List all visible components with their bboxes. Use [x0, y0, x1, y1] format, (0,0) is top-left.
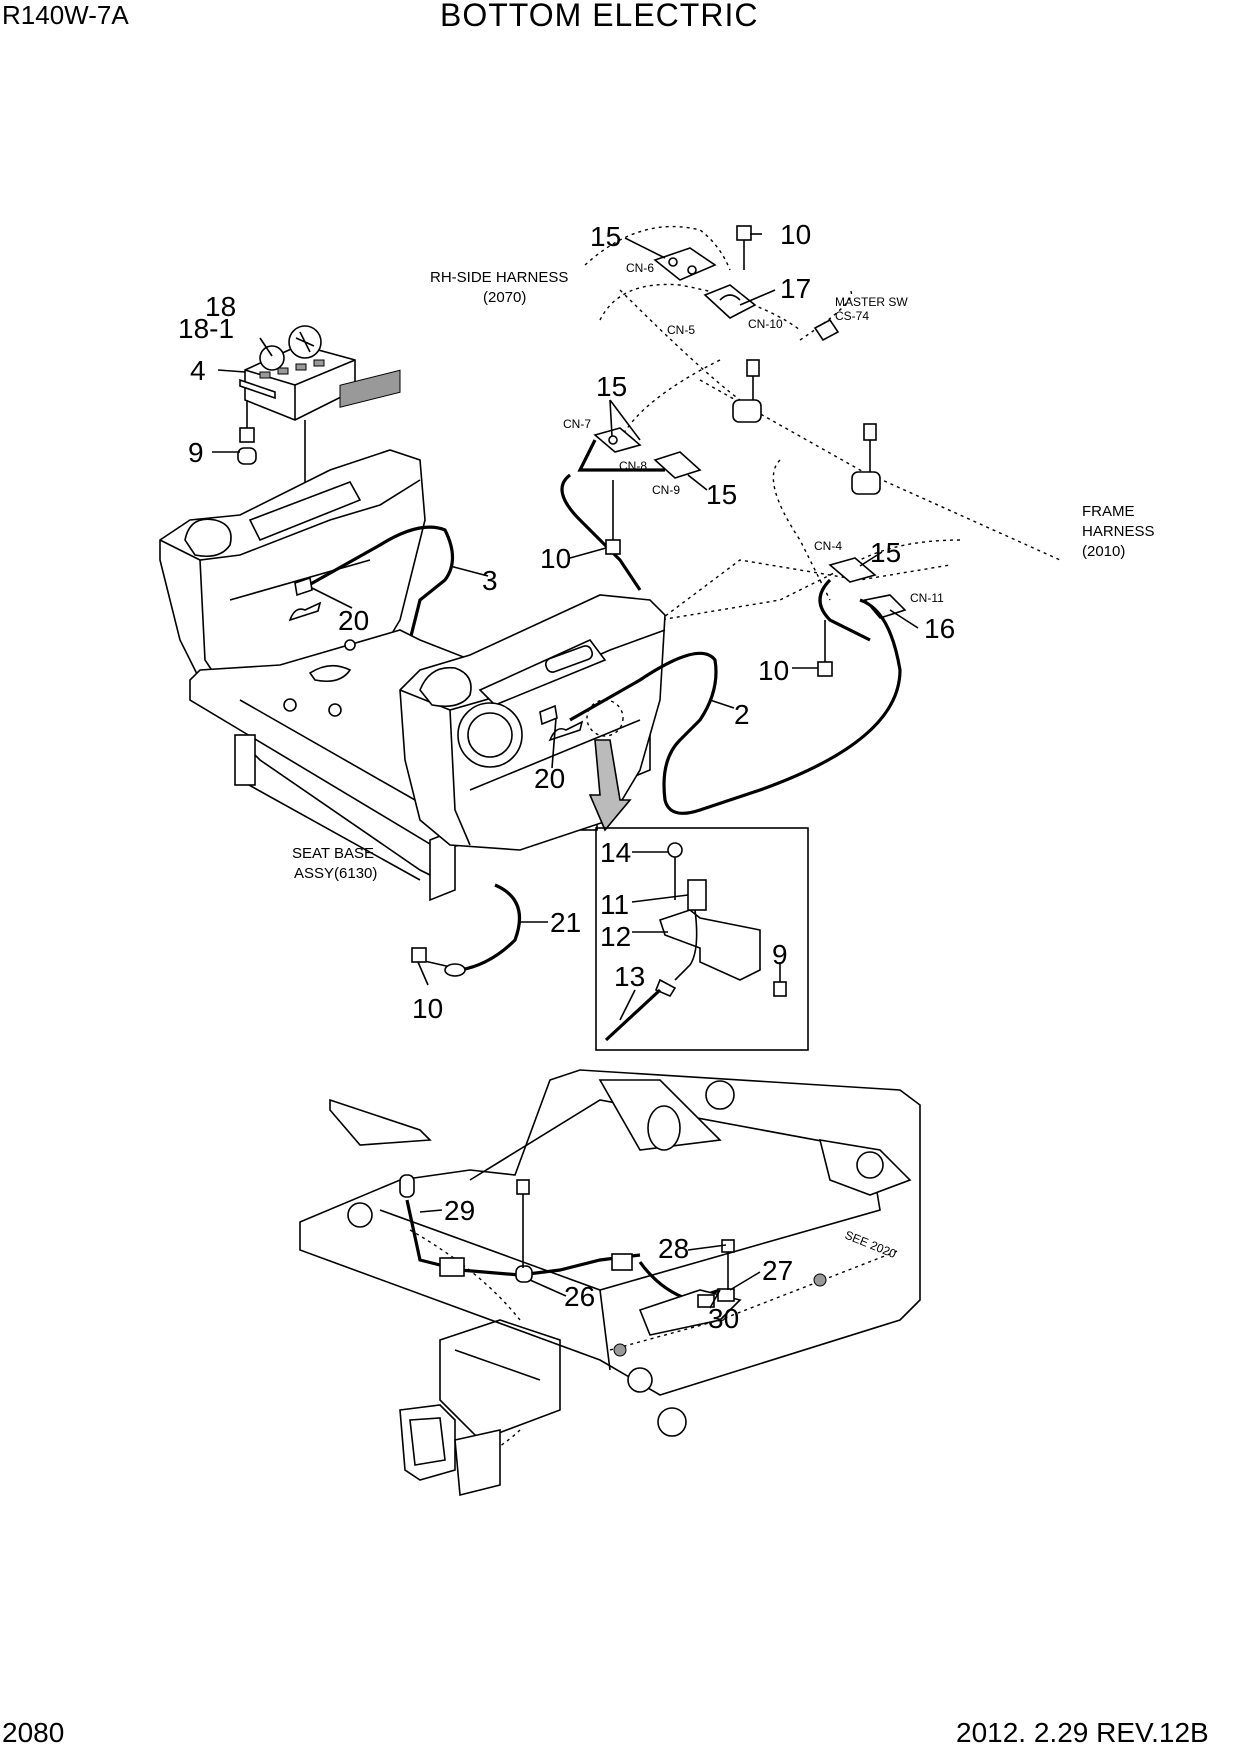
connector-label: CN-5 — [667, 323, 695, 337]
callout-number: 15 — [596, 371, 627, 402]
callout-number: 29 — [444, 1195, 475, 1226]
callout-number: 11 — [600, 889, 629, 920]
callout-number: 13 — [614, 961, 645, 992]
connector-label: CN-11 — [910, 591, 944, 605]
harness-cn4 — [818, 578, 871, 642]
clip-upper-1 — [732, 359, 762, 423]
page-title: BOTTOM ELECTRIC — [440, 0, 759, 33]
callout-number: 10 — [540, 543, 571, 574]
callout-number: 18-1 — [178, 313, 234, 344]
label-frame-harness-ref: (2010) — [1082, 543, 1125, 560]
lamp — [399, 1404, 501, 1497]
callout-number: 26 — [564, 1281, 595, 1312]
callout-number: 17 — [780, 273, 811, 304]
label-rh-side-harness: RH-SIDE HARNESS — [430, 269, 568, 286]
bracket-cn6 — [653, 247, 717, 281]
callout-number: 9 — [772, 939, 788, 970]
callout-number: 27 — [762, 1255, 793, 1286]
bolt-10-top — [736, 225, 752, 270]
bolt-10-bottom — [411, 947, 466, 977]
callout-number: 15 — [870, 537, 901, 568]
callout-number: 20 — [338, 605, 369, 636]
left-console — [159, 369, 426, 701]
bracket-cn4 — [828, 557, 877, 583]
callout-number: 10 — [758, 655, 789, 686]
callout-number: 10 — [412, 993, 443, 1024]
model-label: R140W-7A — [2, 0, 129, 30]
label-seat-base-ref: ASSY(6130) — [294, 865, 377, 882]
harness-3 — [299, 525, 455, 712]
connector-label: CN-6 — [626, 261, 654, 275]
callout-number: 28 — [658, 1233, 689, 1264]
bolt-10-right — [817, 620, 833, 677]
master-sw-connector — [813, 318, 840, 342]
connector-label: CN-8 — [619, 459, 647, 473]
callout-number: 16 — [924, 613, 955, 644]
connector-label: CN-7 — [563, 417, 591, 431]
detail-box — [595, 827, 809, 1051]
label-rh-side-harness-ref: (2070) — [483, 289, 526, 306]
callout-number: 18 — [205, 291, 236, 322]
label-master-sw-ref: CS-74 — [835, 309, 869, 323]
callout-number: 4 — [190, 355, 206, 386]
switch-clip-20-right — [539, 704, 558, 726]
revision-label: 2012. 2.29 REV.12B — [956, 1717, 1209, 1748]
bolt-10-mid — [605, 480, 621, 555]
page-number: 2080 — [2, 1717, 65, 1748]
clip-upper-2 — [851, 423, 881, 495]
label-master-sw: MASTER SW — [835, 295, 908, 309]
detail-marker — [586, 699, 624, 737]
callout-number: 15 — [706, 479, 737, 510]
detail-arrow — [588, 739, 632, 832]
harness-cn7-cn8 — [560, 439, 665, 591]
bracket-16 — [863, 594, 907, 619]
callout-number: 10 — [780, 219, 811, 250]
callout-number: 9 — [188, 437, 204, 468]
connector-label: CN-9 — [652, 483, 680, 497]
right-console — [399, 594, 666, 851]
callout-number: 12 — [600, 921, 631, 952]
callout-number: 14 — [600, 837, 631, 868]
lower-harness — [399, 1174, 742, 1336]
label-seat-base: SEAT BASE — [292, 845, 374, 862]
switch-clip-20-left — [294, 576, 313, 597]
callout-number: 15 — [590, 221, 621, 252]
label-frame-harness: FRAME — [1082, 503, 1135, 520]
control-box-4 — [239, 325, 356, 421]
connector-label: CN-4 — [814, 539, 842, 553]
callout-number: 3 — [482, 565, 498, 596]
ground-strap-21 — [459, 883, 522, 972]
connector-label: CN-10 — [748, 317, 783, 331]
label-frame-harness-2: HARNESS — [1082, 523, 1155, 540]
callout-number: 2 — [734, 699, 750, 730]
leader-lines — [212, 233, 919, 1309]
bracket-cn7 — [593, 427, 642, 453]
rh-side-harness — [584, 225, 1061, 621]
lower-frame — [299, 1069, 921, 1461]
callout-number: 20 — [534, 763, 565, 794]
bolt-9-left — [237, 400, 257, 465]
bracket-cn8 — [653, 451, 702, 479]
bracket-17 — [703, 284, 757, 319]
harness-2 — [569, 598, 902, 815]
callout-number: 21 — [550, 907, 581, 938]
callout-number: 30 — [708, 1303, 739, 1334]
